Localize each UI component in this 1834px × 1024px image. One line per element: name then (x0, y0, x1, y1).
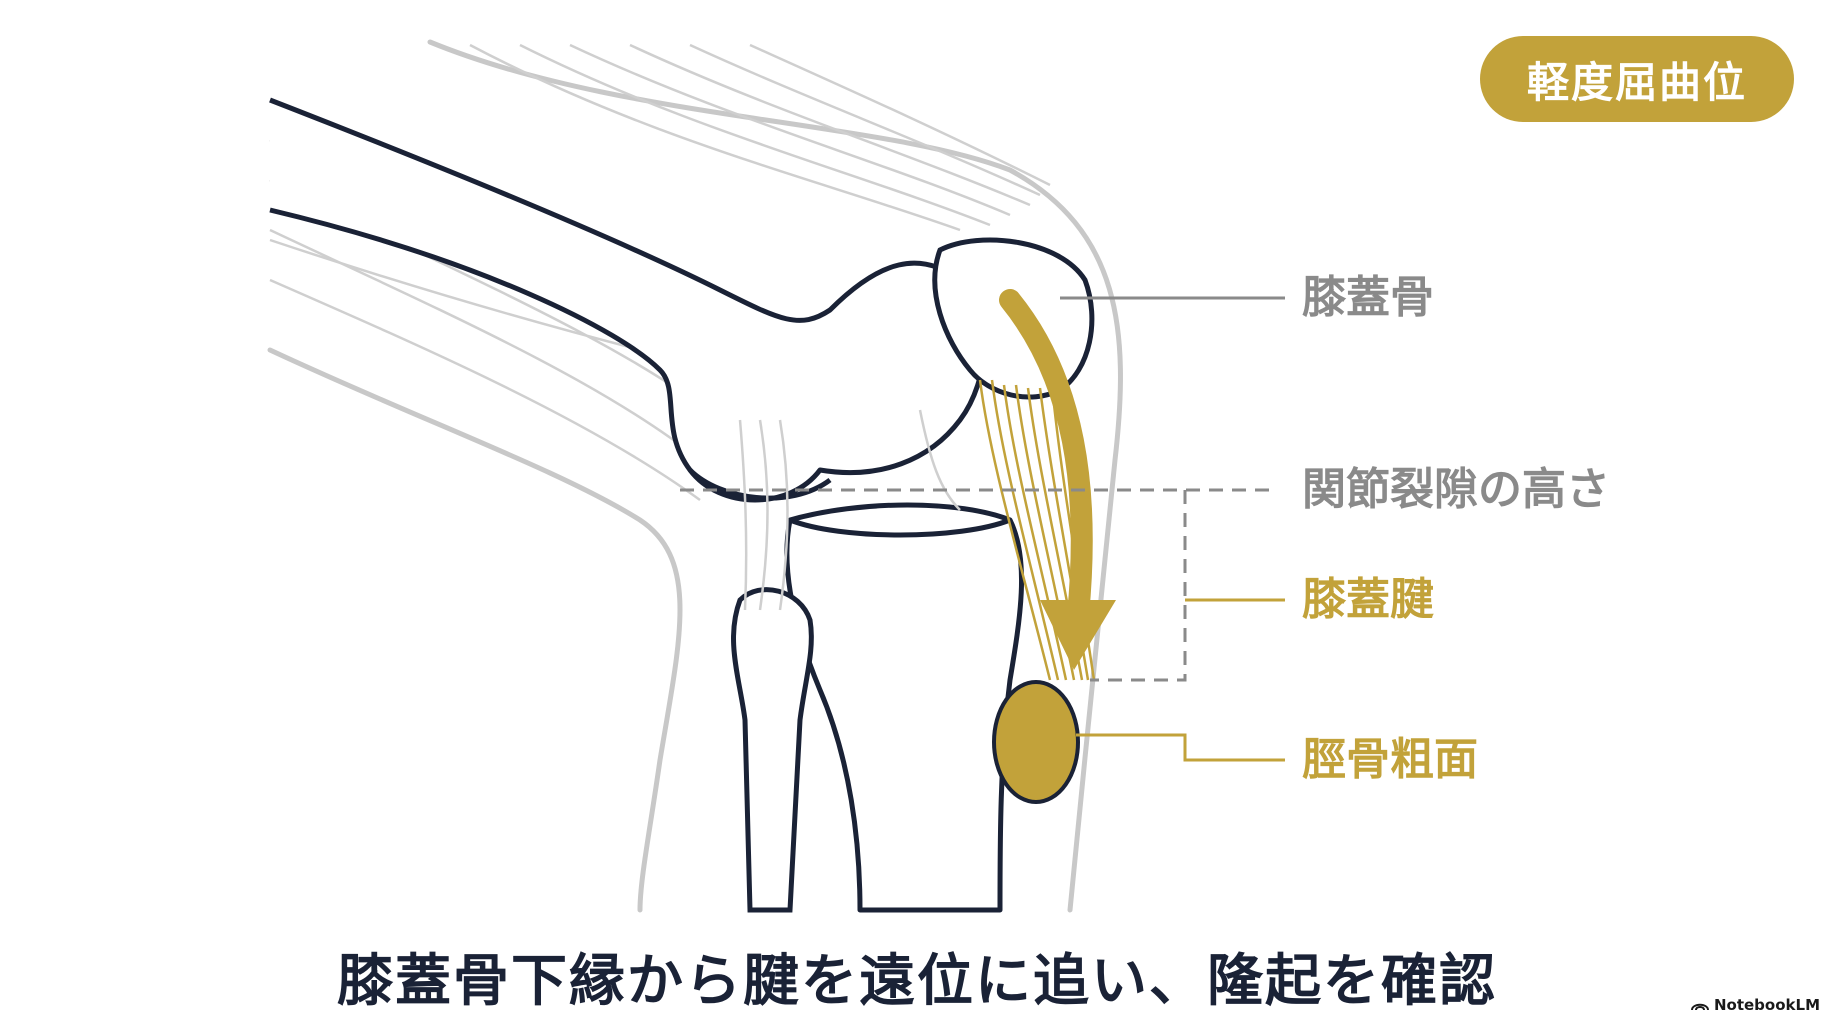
tibia (784, 502, 1024, 913)
notebooklm-logo-icon (1690, 1003, 1709, 1011)
label-joint-gap: 関節裂隙の高さ (1302, 464, 1610, 515)
ligament-fibers (738, 409, 961, 611)
brand-watermark: NotebookLM (1690, 996, 1820, 1014)
label-patellar-tendon: 膝蓋腱 (1302, 574, 1434, 625)
label-tibial-tuberosity: 脛骨粗面 (1302, 734, 1478, 785)
joint-gap-guide (680, 488, 1270, 682)
tuberosity-leader (1076, 733, 1285, 762)
brand-name: NotebookLM (1713, 996, 1820, 1014)
flexion-badge: 軽度屈曲位 (1480, 36, 1794, 122)
caption: 膝蓋骨下縁から腱を遠位に追い、隆起を確認 (337, 949, 1497, 1014)
label-patella: 膝蓋骨 (1302, 272, 1434, 323)
distal-arrow-icon (999, 289, 1116, 670)
fibula (731, 587, 814, 913)
femur (269, 97, 987, 503)
tibial-tuberosity (992, 680, 1080, 804)
leader-lines (1060, 296, 1285, 762)
